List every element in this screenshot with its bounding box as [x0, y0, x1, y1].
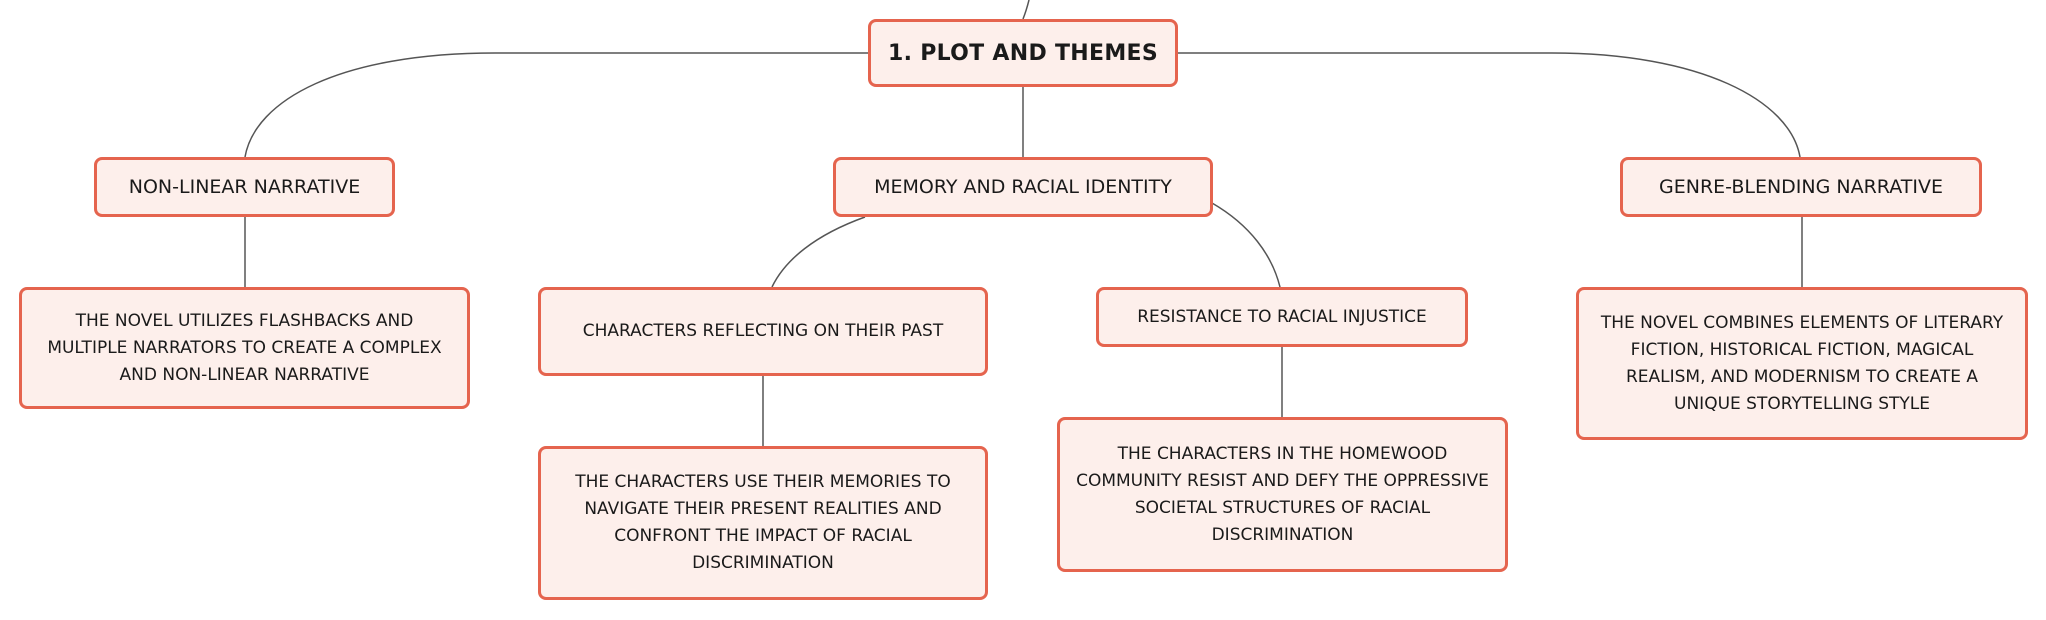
connector-parent-to-root: [1022, 0, 1030, 20]
connector-root-to-genre: [1178, 52, 1801, 158]
node-resistance-to-injustice[interactable]: RESISTANCE TO RACIAL INJUSTICE: [1096, 287, 1468, 347]
connector-memory-to-reflecting: [771, 216, 866, 288]
node-genre-blending-narrative[interactable]: GENRE-BLENDING NARRATIVE: [1620, 157, 1982, 217]
node-genre-blending-detail[interactable]: THE NOVEL COMBINES ELEMENTS OF LITERARY …: [1576, 287, 2028, 440]
connector-root-to-non-linear: [244, 52, 868, 158]
node-non-linear-narrative[interactable]: NON-LINEAR NARRATIVE: [94, 157, 395, 217]
node-memory-and-racial-identity[interactable]: MEMORY AND RACIAL IDENTITY: [833, 157, 1213, 217]
connector-memory-to-resistance: [1211, 202, 1281, 288]
node-homewood-detail[interactable]: THE CHARACTERS IN THE HOMEWOOD COMMUNITY…: [1057, 417, 1508, 572]
root-node[interactable]: 1. PLOT AND THEMES: [868, 19, 1178, 87]
node-non-linear-detail[interactable]: THE NOVEL UTILIZES FLASHBACKS AND MULTIP…: [19, 287, 470, 409]
node-memories-detail[interactable]: THE CHARACTERS USE THEIR MEMORIES TO NAV…: [538, 446, 988, 600]
node-characters-reflecting[interactable]: CHARACTERS REFLECTING ON THEIR PAST: [538, 287, 988, 376]
